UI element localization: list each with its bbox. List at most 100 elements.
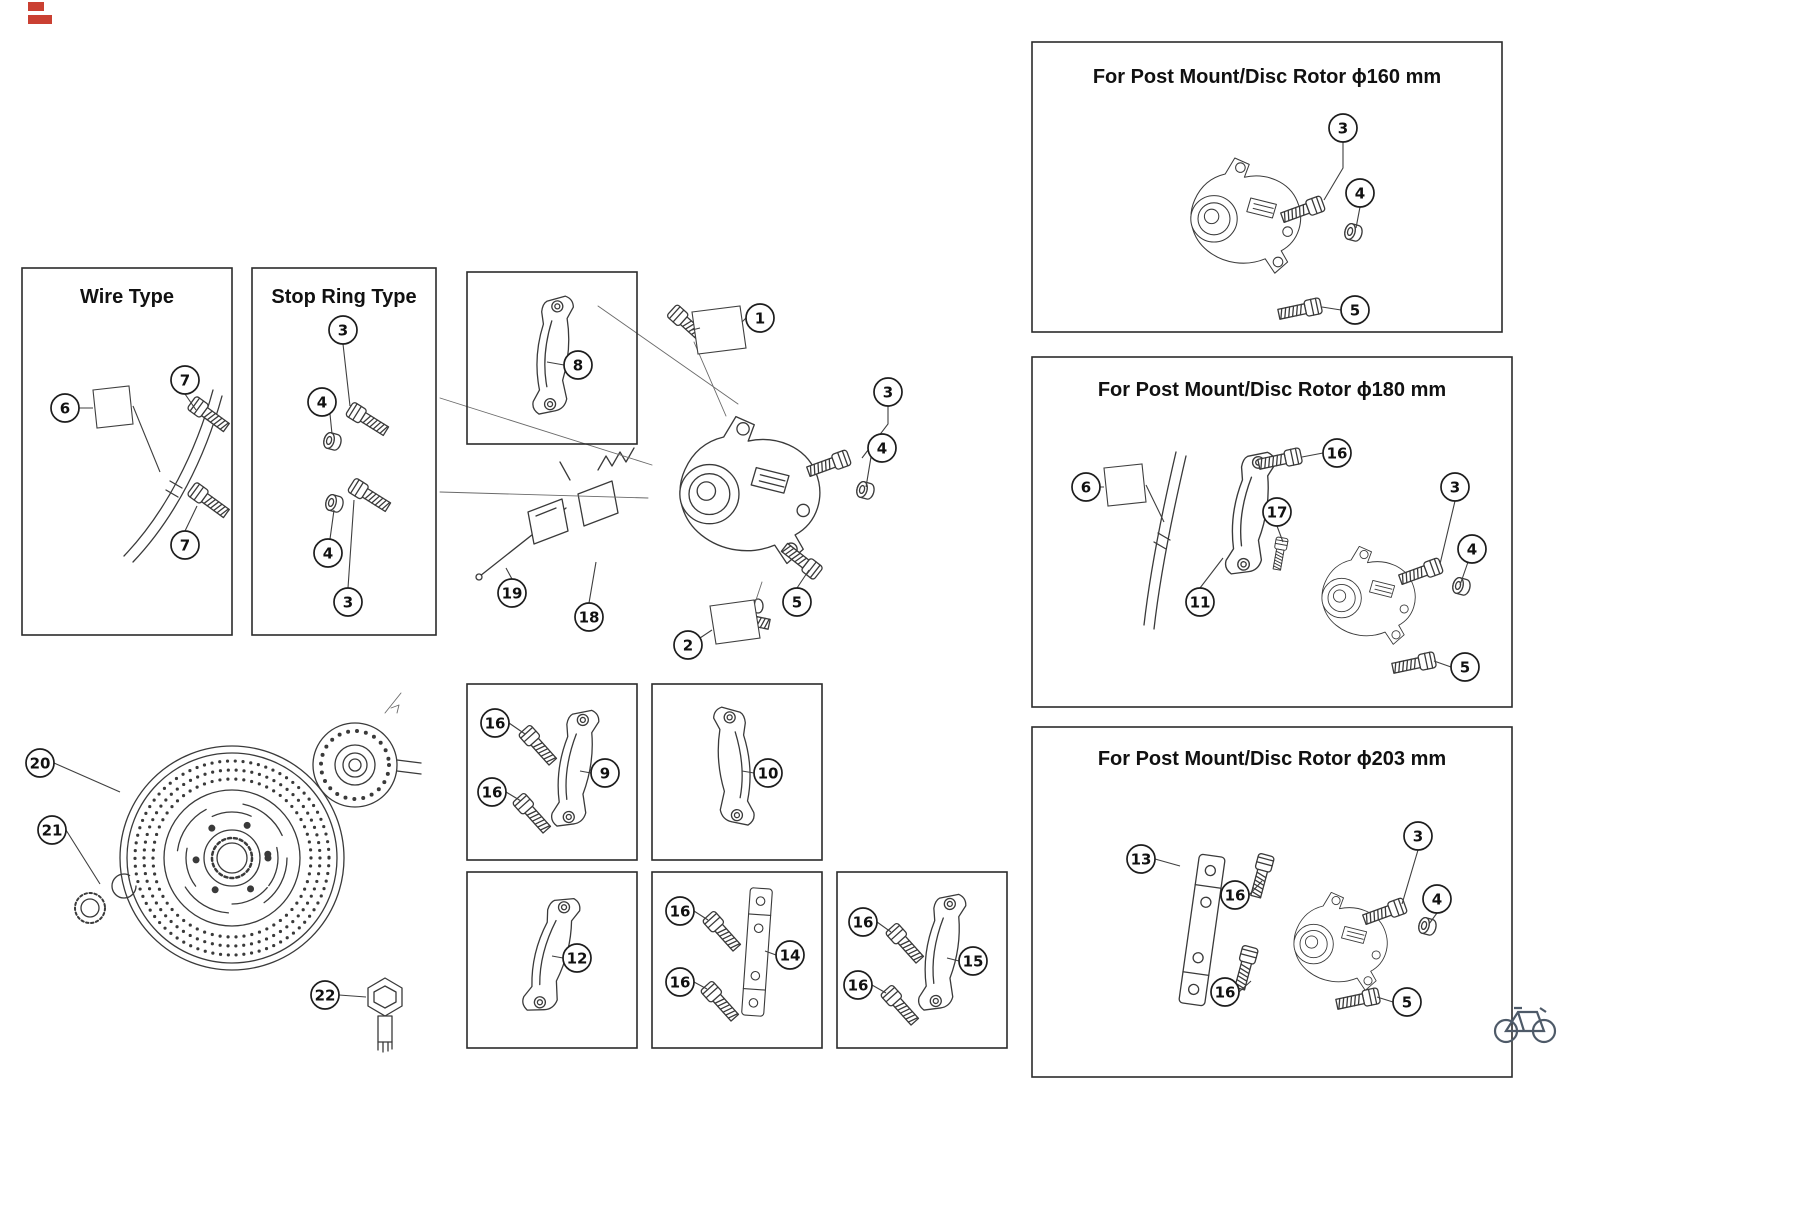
svg-text:9: 9 bbox=[600, 765, 610, 783]
leader-flags bbox=[92, 305, 1147, 645]
svg-text:3: 3 bbox=[883, 384, 893, 402]
svg-text:16: 16 bbox=[482, 784, 503, 802]
callout-10: 10 bbox=[753, 758, 783, 788]
adapter-part14-group bbox=[699, 887, 774, 1024]
svg-text:19: 19 bbox=[502, 585, 523, 603]
post-mount-160-title: For Post Mount/Disc Rotor ϕ160 mm bbox=[1093, 66, 1441, 88]
panel-post-mount-160 bbox=[1031, 41, 1503, 333]
svg-text:5: 5 bbox=[1350, 302, 1360, 320]
svg-text:20: 20 bbox=[30, 755, 51, 773]
post-mount-180-title: For Post Mount/Disc Rotor ϕ180 mm bbox=[1098, 379, 1446, 401]
callout-6: 6 bbox=[50, 393, 80, 423]
callout-4: 4 bbox=[307, 387, 337, 417]
svg-text:16: 16 bbox=[670, 903, 691, 921]
svg-text:8: 8 bbox=[573, 357, 583, 375]
panel-part10 bbox=[651, 683, 823, 861]
callout-5: 5 bbox=[1340, 295, 1370, 325]
panel-stop-ring-type bbox=[251, 267, 437, 636]
panel-titles: Wire Type Stop Ring Type For Post Mount/… bbox=[80, 66, 1446, 770]
svg-text:14: 14 bbox=[780, 947, 801, 965]
callout-5: 5 bbox=[782, 587, 812, 617]
svg-text:21: 21 bbox=[42, 822, 63, 840]
callout-16: 16 bbox=[477, 777, 507, 807]
svg-text:7: 7 bbox=[180, 537, 190, 555]
post-mount-160-parts bbox=[1190, 157, 1365, 323]
svg-text:6: 6 bbox=[60, 400, 70, 418]
callout-22: 22 bbox=[310, 980, 340, 1010]
panel-part8 bbox=[466, 271, 638, 445]
callout-4: 4 bbox=[1457, 534, 1487, 564]
disc-rotor bbox=[119, 745, 345, 971]
svg-text:3: 3 bbox=[1413, 828, 1423, 846]
panel-wire-type bbox=[21, 267, 233, 636]
svg-text:15: 15 bbox=[963, 953, 984, 971]
svg-text:13: 13 bbox=[1131, 851, 1152, 869]
svg-text:12: 12 bbox=[567, 950, 588, 968]
mount-bolt-part3 bbox=[805, 448, 853, 480]
callout-3: 3 bbox=[1328, 113, 1358, 143]
svg-text:1: 1 bbox=[755, 310, 765, 328]
callout-6: 6 bbox=[1071, 472, 1101, 502]
callout-3: 3 bbox=[873, 377, 903, 407]
svg-text:16: 16 bbox=[670, 974, 691, 992]
svg-text:4: 4 bbox=[317, 394, 327, 412]
wire-type-parts bbox=[123, 389, 232, 563]
svg-text:4: 4 bbox=[1467, 541, 1477, 559]
svg-text:18: 18 bbox=[579, 609, 600, 627]
red-print-artifact bbox=[28, 2, 52, 24]
brake-pads-part18 bbox=[527, 447, 635, 545]
svg-text:16: 16 bbox=[848, 977, 869, 995]
callout-3: 3 bbox=[328, 315, 358, 345]
svg-text:7: 7 bbox=[180, 372, 190, 390]
callout-20: 20 bbox=[25, 748, 55, 778]
callout-1: 1 bbox=[745, 303, 775, 333]
post-mount-203-title: For Post Mount/Disc Rotor ϕ203 mm bbox=[1098, 748, 1446, 770]
svg-text:3: 3 bbox=[338, 322, 348, 340]
stop-ring-type-parts bbox=[321, 397, 653, 515]
svg-text:22: 22 bbox=[315, 987, 336, 1005]
panel-part15 bbox=[836, 871, 1008, 1049]
panel-part14 bbox=[651, 871, 823, 1049]
callout-4: 4 bbox=[1422, 884, 1452, 914]
callout-19: 19 bbox=[497, 578, 527, 608]
svg-text:3: 3 bbox=[1338, 120, 1348, 138]
panel-post-mount-203 bbox=[1031, 726, 1513, 1078]
svg-text:17: 17 bbox=[1267, 504, 1288, 522]
callout-21: 21 bbox=[37, 815, 67, 845]
lock-ring-washers bbox=[74, 873, 137, 924]
callout-16: 16 bbox=[1210, 977, 1240, 1007]
callout-16: 16 bbox=[1322, 438, 1352, 468]
wire-screw-part7 bbox=[186, 395, 232, 435]
callout-4: 4 bbox=[313, 538, 343, 568]
callout-4: 4 bbox=[1345, 178, 1375, 208]
svg-text:4: 4 bbox=[323, 545, 333, 563]
panel-frames bbox=[21, 41, 1513, 1078]
main-caliper-assembly bbox=[475, 303, 877, 633]
adapter-part15-group bbox=[879, 889, 972, 1028]
svg-text:3: 3 bbox=[343, 594, 353, 612]
callout-18: 18 bbox=[574, 602, 604, 632]
callout-7: 7 bbox=[170, 530, 200, 560]
svg-text:10: 10 bbox=[758, 765, 779, 783]
svg-text:11: 11 bbox=[1190, 594, 1211, 612]
leader-lines-main bbox=[53, 142, 1469, 1003]
svg-text:16: 16 bbox=[1225, 887, 1246, 905]
disc-rotor-assembly bbox=[74, 692, 422, 1053]
panel-part9 bbox=[466, 683, 638, 861]
callout-12: 12 bbox=[562, 943, 592, 973]
svg-text:5: 5 bbox=[792, 594, 802, 612]
adapter-part8 bbox=[530, 293, 739, 418]
callout-16: 16 bbox=[665, 896, 695, 926]
adapter-part10-group bbox=[708, 704, 757, 829]
stop-ring-part4 bbox=[854, 479, 877, 501]
svg-text:2: 2 bbox=[683, 637, 693, 655]
wire-type-title: Wire Type bbox=[80, 286, 174, 308]
callout-2: 2 bbox=[673, 630, 703, 660]
svg-text:4: 4 bbox=[877, 440, 887, 458]
hub bbox=[312, 692, 422, 808]
post-mount-180-parts bbox=[1143, 446, 1473, 677]
svg-text:4: 4 bbox=[1355, 185, 1365, 203]
stop-ring-type-title: Stop Ring Type bbox=[271, 286, 416, 308]
